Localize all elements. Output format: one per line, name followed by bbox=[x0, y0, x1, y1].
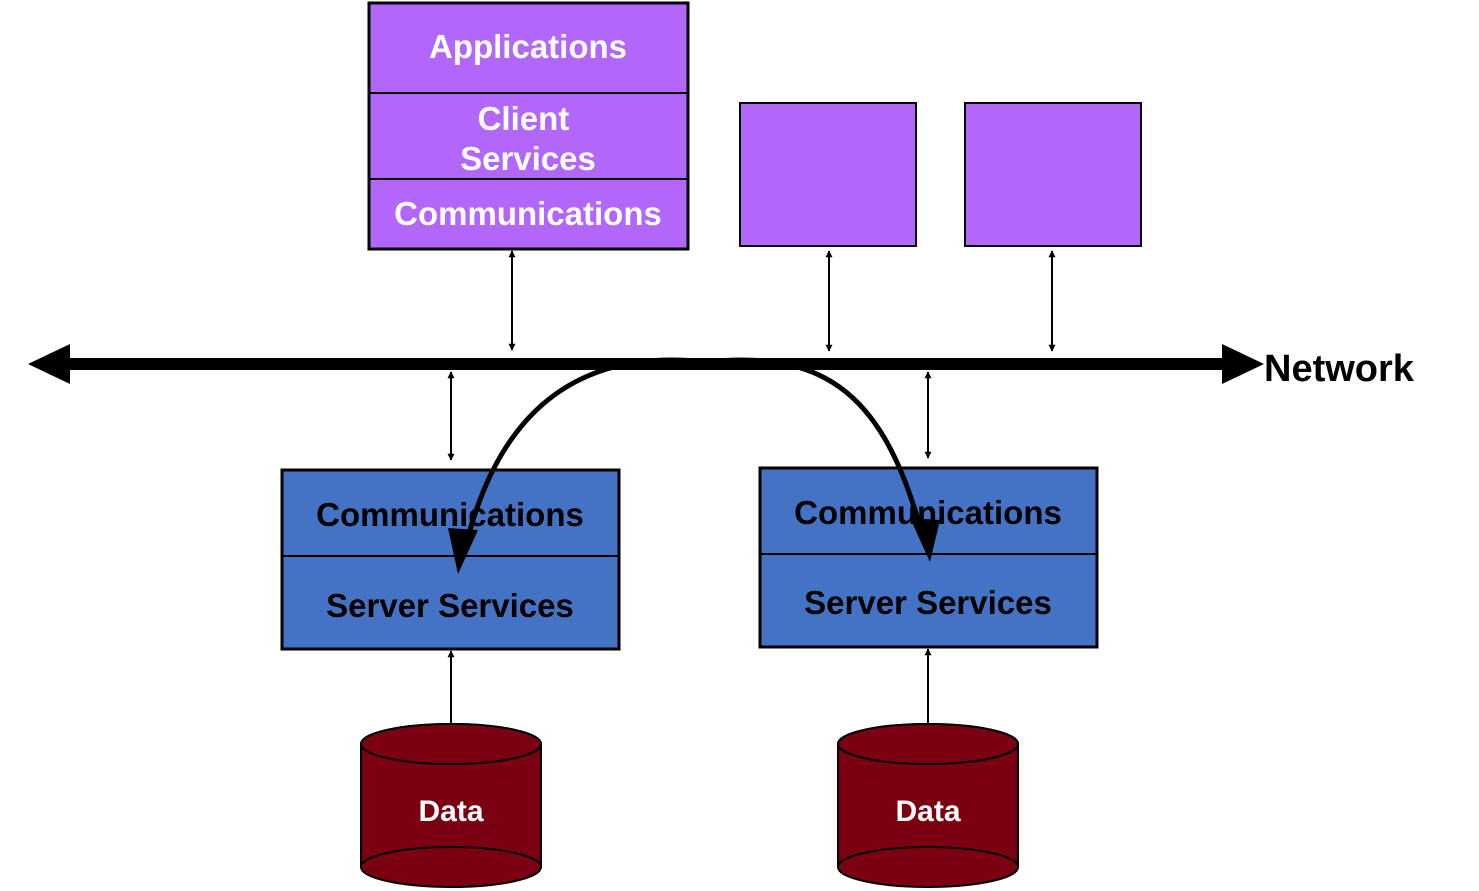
network-bus: Network bbox=[28, 344, 1415, 390]
curved-arrow-head-2 bbox=[910, 518, 940, 562]
database-1: Data bbox=[360, 723, 542, 888]
database-2-top bbox=[837, 723, 1019, 765]
database-2-bottom-rim bbox=[837, 846, 1019, 868]
curved-request-arrows bbox=[448, 357, 940, 574]
database-1-top bbox=[360, 723, 542, 765]
network-arrowhead-left bbox=[28, 344, 70, 384]
database-2-label: Data bbox=[895, 795, 960, 828]
database-1-label: Data bbox=[418, 795, 483, 828]
client-communications-label: Communications bbox=[394, 195, 662, 232]
database-1-bottom-rim bbox=[360, 846, 542, 868]
server-1-communications-label: Communications bbox=[316, 496, 584, 533]
database-2: Data bbox=[837, 723, 1019, 888]
client-box-3 bbox=[964, 102, 1142, 247]
server-1: Communications Server Services bbox=[280, 468, 621, 651]
applications-label: Applications bbox=[429, 28, 627, 65]
client-stack-frame bbox=[367, 1, 690, 251]
client-box-2 bbox=[739, 102, 917, 247]
server-2-services-label: Server Services bbox=[804, 584, 1052, 621]
server-1-services-label: Server Services bbox=[326, 587, 574, 624]
client-stack: Applications Client Services Communicati… bbox=[367, 1, 690, 251]
curved-arrow-to-server-1 bbox=[467, 357, 707, 531]
network-arrowhead-right bbox=[1222, 344, 1264, 384]
curved-arrow-head-1 bbox=[448, 528, 478, 574]
server-1-frame bbox=[280, 468, 621, 651]
network-label: Network bbox=[1264, 348, 1415, 390]
curved-arrow-to-server-2 bbox=[705, 357, 921, 521]
client-services-label: Client Services bbox=[460, 100, 596, 177]
